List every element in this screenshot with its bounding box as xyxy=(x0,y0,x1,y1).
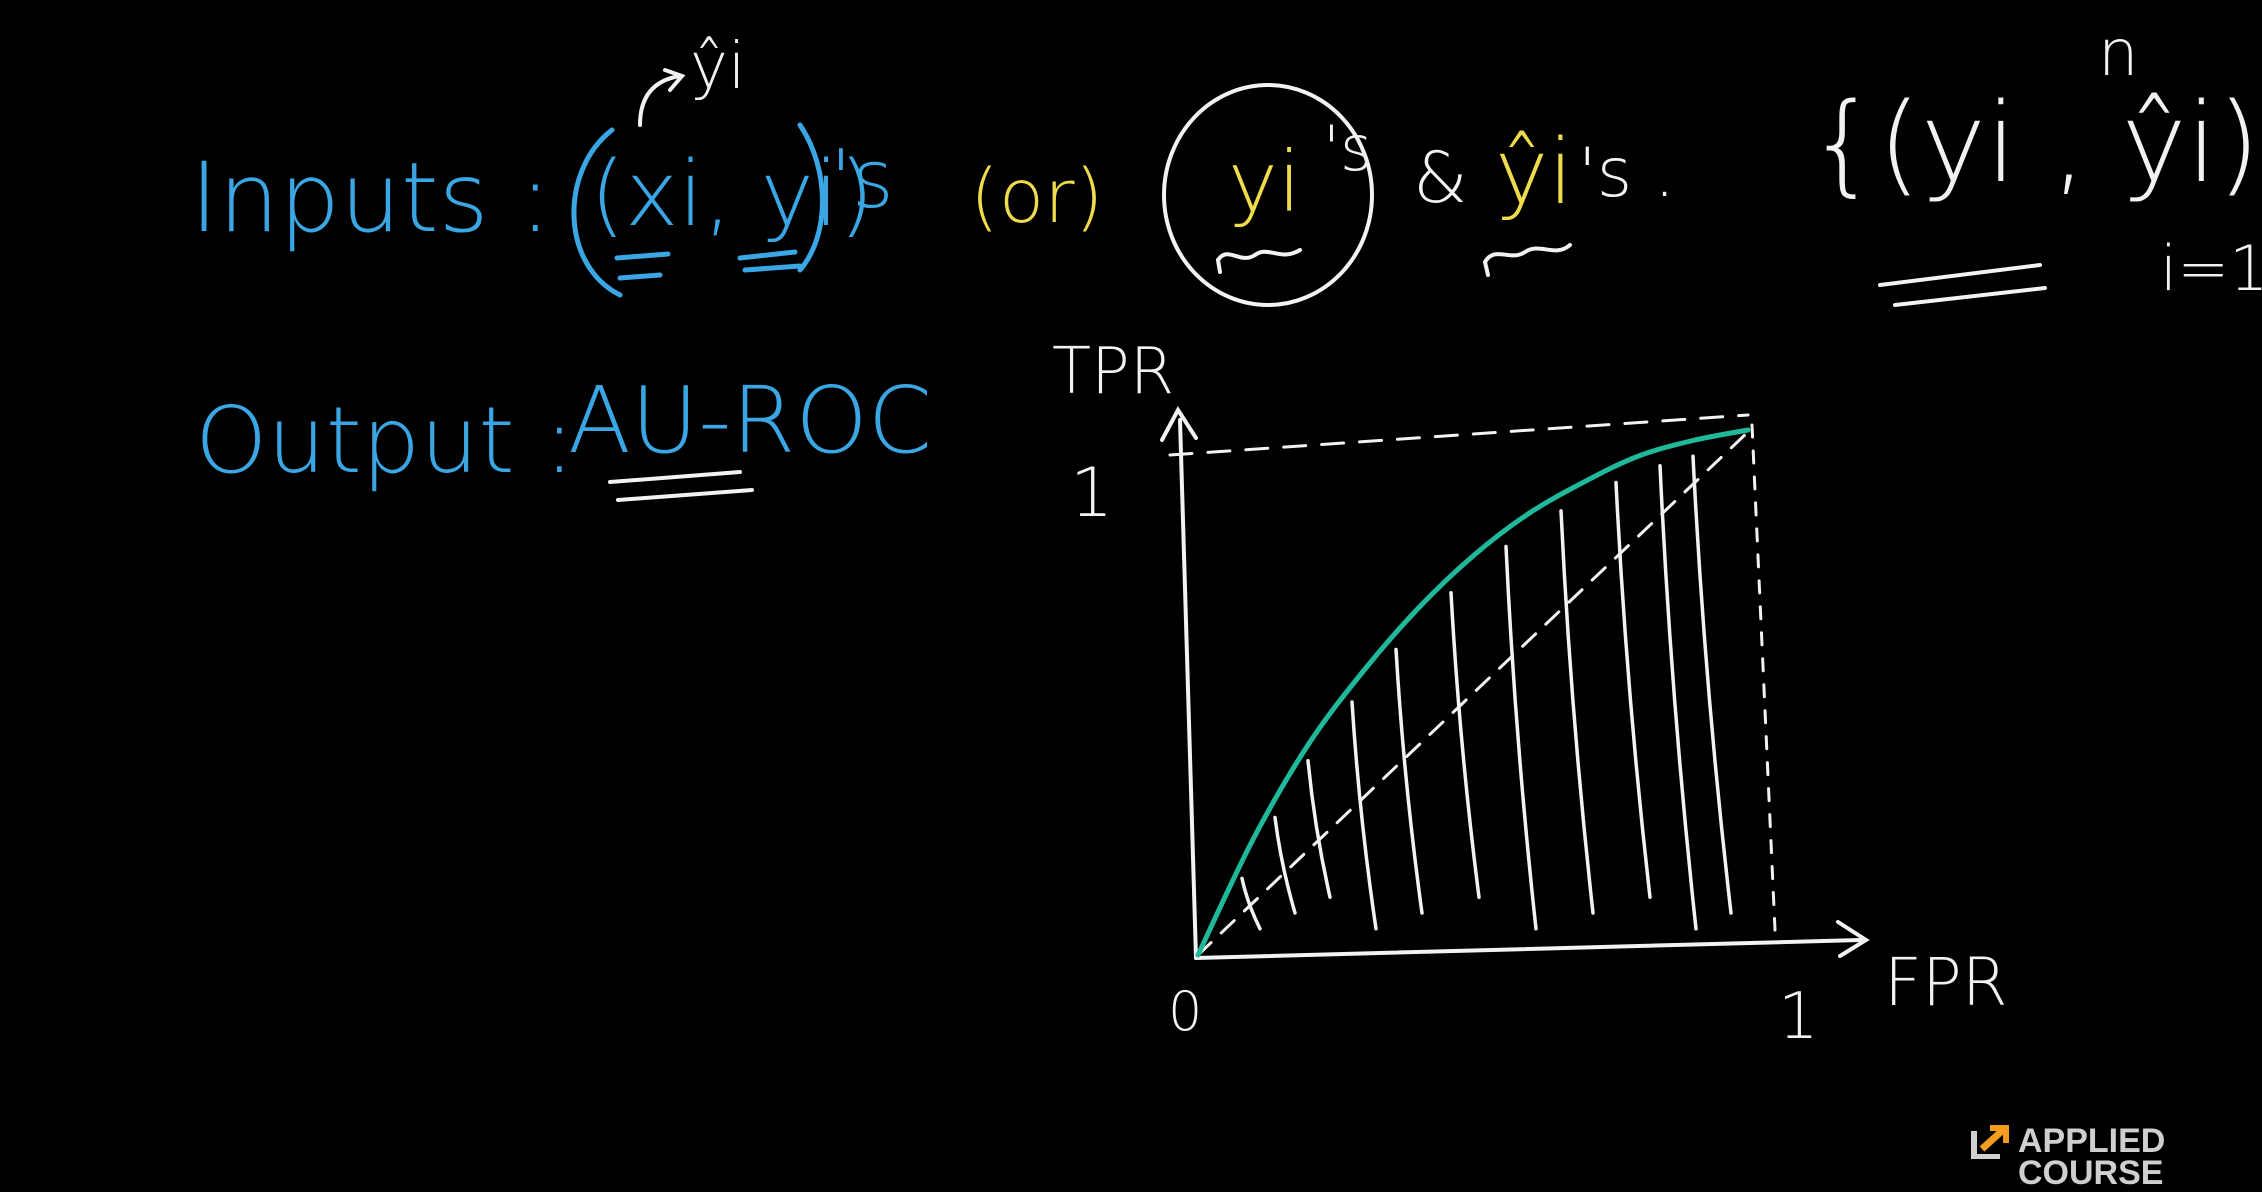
area-hatching xyxy=(1240,454,1733,931)
set-lower-limit: i=1 xyxy=(2160,232,2262,305)
y-tick-label: 1 xyxy=(1070,454,1114,533)
origin-label: 0 xyxy=(1168,980,1203,1043)
hatch-line xyxy=(1504,544,1538,931)
x-axis-arrowhead xyxy=(1836,920,1870,958)
hatch-line xyxy=(1691,454,1733,915)
yi-circled: yi xyxy=(1228,133,1302,231)
hatch-line xyxy=(1614,480,1652,899)
x-axis xyxy=(1194,938,1862,960)
y-axis-arrowhead xyxy=(1160,406,1198,442)
yi-circle xyxy=(1162,83,1374,307)
set-upper-limit: n xyxy=(2098,17,2139,91)
logo-line-1: APPLIED xyxy=(2018,1122,2166,1160)
pair-brackets xyxy=(571,122,825,298)
logo-arrow-icon xyxy=(1970,1125,2010,1160)
yhat-suffix: 's . xyxy=(1578,134,1676,213)
roc-plot xyxy=(1160,406,1870,960)
hatch-line xyxy=(1658,463,1698,931)
y-axis xyxy=(1178,418,1198,960)
top-dashed-line xyxy=(1168,413,1750,457)
squiggles xyxy=(1216,243,1572,277)
yi-suffix: 's xyxy=(1323,112,1373,185)
set-underline xyxy=(1878,263,2047,307)
hatch-line xyxy=(1350,700,1378,931)
hatch-line xyxy=(1240,876,1262,931)
x-tick-label: 1 xyxy=(1778,980,1819,1054)
input-pair: (xi, yi) xyxy=(590,142,874,247)
logo-line-2: COURSE xyxy=(2018,1154,2164,1192)
pair-arrow xyxy=(638,68,686,127)
hatch-line xyxy=(1559,509,1595,915)
hatch-line xyxy=(1273,815,1297,915)
yhat-text: ŷi xyxy=(1495,120,1574,225)
applied-course-logo: APPLIED COURSE xyxy=(1970,1122,2166,1192)
logo-text: APPLIED COURSE xyxy=(2018,1122,2166,1192)
hatch-line xyxy=(1306,759,1332,899)
diagonal-dashed-line xyxy=(1196,428,1752,957)
right-dashed-line xyxy=(1750,423,1777,932)
yhat-annotation: ŷi xyxy=(690,30,746,104)
auroc-underline xyxy=(608,470,754,502)
hatch-line xyxy=(1449,591,1481,899)
hatch-line xyxy=(1394,647,1424,915)
output-label: Output : xyxy=(195,387,575,494)
set-notation: {(yi , ŷi)} xyxy=(1808,79,2262,207)
whiteboard-drawing xyxy=(571,68,2047,960)
x-axis-label: FPR xyxy=(1884,944,2008,1021)
input-pair-suffix: 's xyxy=(830,133,894,226)
whiteboard: Inputs : (xi, yi) 's ŷi (or) yi 's & ŷi … xyxy=(190,17,2262,1191)
or-text: (or) xyxy=(970,154,1104,240)
roc-curve xyxy=(1195,427,1751,958)
output-value: AU-ROC xyxy=(568,367,933,474)
inputs-label: Inputs : xyxy=(190,142,552,254)
and-text: & xyxy=(1413,137,1468,219)
y-axis-label: TPR xyxy=(1052,335,1175,409)
